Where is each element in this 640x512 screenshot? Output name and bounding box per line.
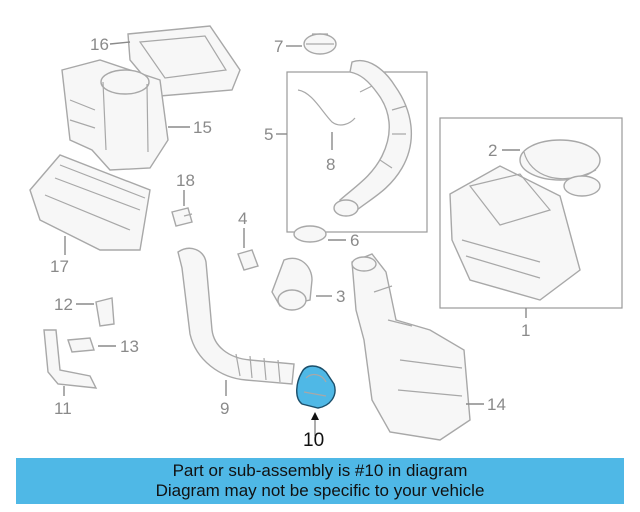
svg-text:4: 4 [238, 209, 247, 228]
banner-line-1: Part or sub-assembly is #10 in diagram [172, 461, 468, 480]
part-3-elbow [271, 257, 313, 311]
banner-line-2: Diagram may not be specific to your vehi… [155, 481, 485, 500]
callout-8: 8 [326, 132, 335, 174]
callout-9: 9 [220, 380, 229, 418]
svg-text:3: 3 [336, 287, 345, 306]
info-banner: Part or sub-assembly is #10 in diagram D… [16, 458, 624, 504]
callout-11: 11 [54, 386, 72, 418]
svg-text:12: 12 [54, 295, 73, 314]
callout-3: 3 [316, 287, 345, 306]
svg-text:6: 6 [350, 231, 359, 250]
callout-14: 14 [466, 395, 506, 414]
callout-1: 1 [521, 308, 530, 340]
callout-13: 13 [98, 337, 139, 356]
part-7-clamp [303, 33, 337, 55]
part-8-strap [297, 89, 356, 126]
svg-text:18: 18 [176, 171, 195, 190]
callout-16: 16 [90, 35, 131, 54]
svg-text:17: 17 [50, 257, 69, 276]
svg-text:14: 14 [487, 395, 506, 414]
part-17-intake-duct [29, 154, 151, 251]
callout-7: 7 [274, 37, 302, 56]
svg-text:8: 8 [326, 155, 335, 174]
part-15-housing [61, 59, 169, 171]
svg-text:16: 16 [90, 35, 109, 54]
callout-5: 5 [264, 125, 287, 144]
callout-18: 18 [176, 171, 195, 206]
svg-text:2: 2 [488, 141, 497, 160]
callout-6: 6 [328, 231, 359, 250]
svg-text:11: 11 [54, 399, 72, 418]
svg-text:9: 9 [220, 399, 229, 418]
part-13-bolt [67, 337, 95, 353]
part-1-air-cleaner [449, 165, 581, 301]
part-2-filter [519, 139, 601, 197]
part-10-clamp-highlighted [296, 365, 336, 409]
callout-15: 15 [168, 118, 212, 137]
part-6-clamp [293, 225, 327, 243]
part-11-bracket [43, 329, 98, 389]
svg-text:13: 13 [120, 337, 139, 356]
callout-10: 10 [303, 412, 324, 451]
part-14-resonator [351, 253, 471, 441]
svg-text:5: 5 [264, 125, 273, 144]
part-5-hose [333, 59, 413, 217]
callout-12: 12 [54, 295, 94, 314]
svg-text:7: 7 [274, 37, 283, 56]
group-1-box [439, 117, 623, 309]
callout-2: 2 [488, 141, 520, 160]
svg-text:15: 15 [193, 118, 212, 137]
part-12-bolt [95, 297, 115, 327]
callout-4: 4 [238, 209, 247, 248]
svg-text:10: 10 [303, 430, 324, 451]
callout-17: 17 [50, 236, 69, 276]
svg-text:1: 1 [521, 321, 530, 340]
part-18-bolt [171, 207, 193, 227]
part-4-bolt [237, 249, 259, 271]
part-9-hose [177, 247, 295, 385]
